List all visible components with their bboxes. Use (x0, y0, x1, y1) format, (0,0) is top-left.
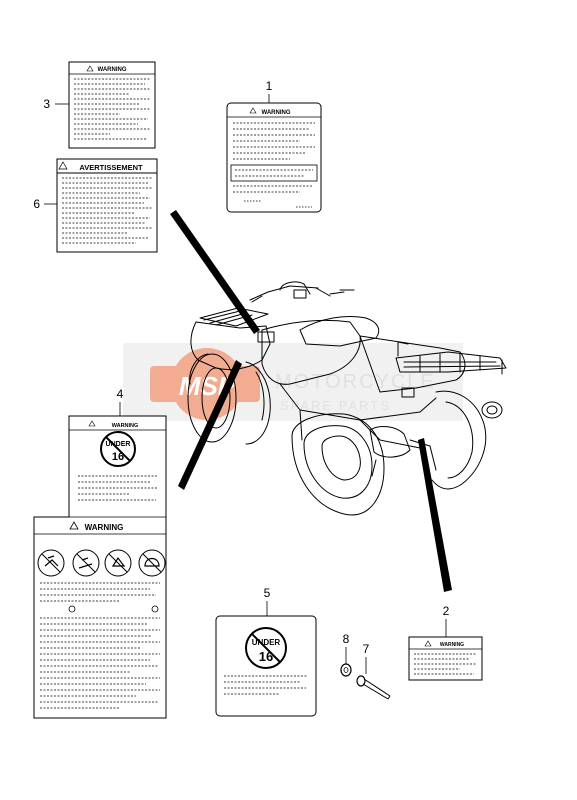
no-pavement-icon (72, 549, 100, 577)
label-6-title: AVERTISSEMENT (79, 163, 143, 172)
handlebar-head (279, 281, 311, 295)
rear-rack (395, 351, 507, 373)
watermark: MSP MOTORCYCLE SPARE PARTS (123, 343, 463, 421)
label-3-plate (68, 61, 156, 149)
label-4-lower-title: WARNING (85, 523, 124, 532)
label-spot-front (257, 331, 275, 343)
label-4-upper-warning-icon (88, 420, 96, 427)
callout-8: 8 (343, 632, 350, 646)
label-4-upper-title: WARNING (112, 423, 139, 429)
watermark-line1: MOTORCYCLE (275, 371, 436, 393)
pointer-rear (418, 438, 452, 592)
label-5-age-text: 16 (259, 649, 273, 664)
front-rack (199, 307, 269, 327)
front-right-wheel (245, 361, 271, 445)
rivet-icon (356, 675, 366, 687)
label-6-plate (56, 158, 158, 253)
label-2-warning-icon (424, 640, 432, 647)
label-4-under-text: UNDER (106, 441, 131, 448)
label-4-age-text: 16 (112, 451, 124, 463)
label-4-pictograms (37, 549, 166, 577)
pointer-front-upper (170, 210, 260, 334)
label-5: 5 UNDER 16 (215, 586, 317, 717)
rear-fender (359, 335, 466, 393)
front-left-wheel (187, 353, 237, 443)
label-2-plate (408, 636, 483, 681)
atv-drawing (187, 281, 507, 516)
tail-light (481, 401, 503, 419)
callout-5: 5 (264, 586, 271, 600)
label-1-title: WARNING (262, 110, 291, 116)
body-middle (261, 319, 361, 385)
label-4: 4 WARNING UNDER 16 WARNING (33, 387, 167, 719)
handlebar (249, 285, 331, 303)
label-4-mark-left (68, 605, 76, 613)
label-1-boxed-text (230, 164, 318, 182)
label-1-plate (226, 102, 322, 213)
label-6-warning-icon (58, 161, 68, 170)
no-passenger-icon (37, 549, 65, 577)
callout-3: 3 (43, 97, 50, 111)
label-6: AVERTISSEMENT (44, 158, 158, 253)
callout-1: 1 (266, 79, 273, 93)
callout-6: 6 (33, 197, 40, 211)
label-4-plate (33, 415, 167, 719)
label-2: 2 WARNING (408, 604, 483, 681)
label-5-under-text: UNDER (252, 638, 281, 647)
label-5-under16-sign: UNDER 16 (245, 627, 287, 669)
label-spot-rear (401, 387, 415, 398)
label-1: 1 WARNING (226, 79, 322, 213)
helmet-required-icon (138, 549, 166, 577)
label-4-under16-sign: UNDER 16 (100, 431, 136, 467)
label-2-title: WARNING (440, 642, 464, 648)
label-3: WARNING (55, 61, 156, 149)
label-1-warning-icon (249, 107, 257, 114)
label-3-title: WARNING (98, 67, 127, 73)
no-alcohol-icon (104, 549, 132, 577)
callout-2: 2 (443, 604, 450, 618)
rear-left-wheel (291, 413, 385, 516)
label-5-plate (215, 615, 317, 717)
pointer-front-lower (178, 360, 242, 490)
engine-block (369, 426, 411, 458)
label-3-warning-icon (86, 65, 94, 72)
watermark-line2: SPARE PARTS (280, 398, 391, 413)
label-4-lower-warning-icon (69, 521, 79, 530)
part-7-rivet: 7 (356, 642, 391, 700)
rear-right-wheel (431, 390, 487, 490)
callout-7: 7 (363, 642, 370, 656)
callout-4: 4 (117, 387, 124, 401)
label-4-mark-right (151, 605, 159, 613)
part-8-washer: 8 (340, 632, 352, 677)
